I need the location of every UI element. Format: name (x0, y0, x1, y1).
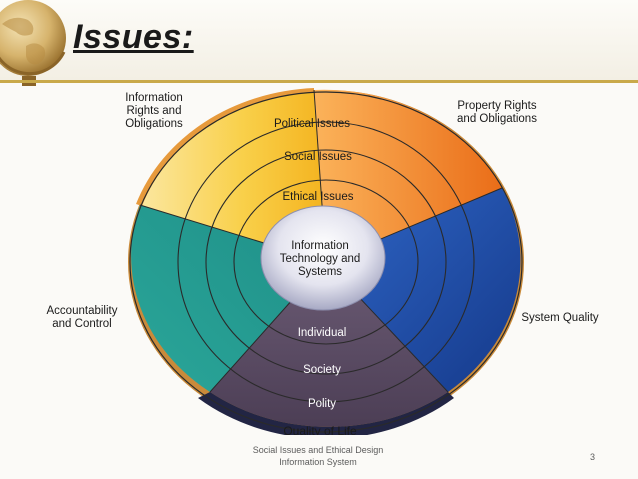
ring-outer (129, 91, 523, 433)
ring-political (177, 121, 475, 403)
outer-label-property-rights-2: and Obligations (457, 113, 537, 125)
center-label-line2: Technology and (280, 253, 361, 265)
ring-label-social: Social Issues (284, 151, 352, 163)
footer-caption: Social Issues and Ethical Design Informa… (228, 444, 408, 468)
ring-label-society: Society (303, 364, 341, 376)
center-circle (260, 205, 386, 311)
footer-line-2: Information System (279, 457, 357, 467)
globe-icon (0, 0, 66, 86)
ring-label-political: Political Issues (274, 118, 350, 130)
rim-top-left (136, 88, 314, 206)
title-band (0, 0, 638, 80)
ring-ethical (233, 179, 419, 345)
center-label-line3: Systems (298, 266, 342, 278)
page-number: 3 (590, 452, 596, 462)
outer-label-information-rights-3: Obligations (125, 118, 183, 130)
footer-line-1: Social Issues and Ethical Design (252, 445, 384, 455)
center-label-line1: Information (291, 240, 349, 252)
outer-label-system-quality: System Quality (521, 312, 599, 324)
outer-label-property-rights-1: Property Rights (457, 100, 537, 112)
outer-label-information-rights-1: Information (125, 92, 183, 104)
ring-social (205, 149, 447, 375)
title-divider (0, 80, 638, 83)
outer-label-quality-of-life: Quality of Life (283, 424, 357, 435)
outer-label-information-rights-2: Rights and (127, 105, 182, 117)
slide-title: Issues: (73, 18, 194, 56)
ring-label-ethical: Ethical Issues (283, 191, 354, 203)
ring-label-individual: Individual (298, 327, 347, 339)
outer-label-accountability-1: Accountability (47, 305, 118, 317)
ethics-issues-diagram: Information Technology and Systems Polit… (47, 88, 599, 435)
ring-label-polity: Polity (308, 398, 336, 410)
outer-label-accountability-2: and Control (52, 318, 111, 330)
quality-of-life-rim (198, 392, 454, 435)
